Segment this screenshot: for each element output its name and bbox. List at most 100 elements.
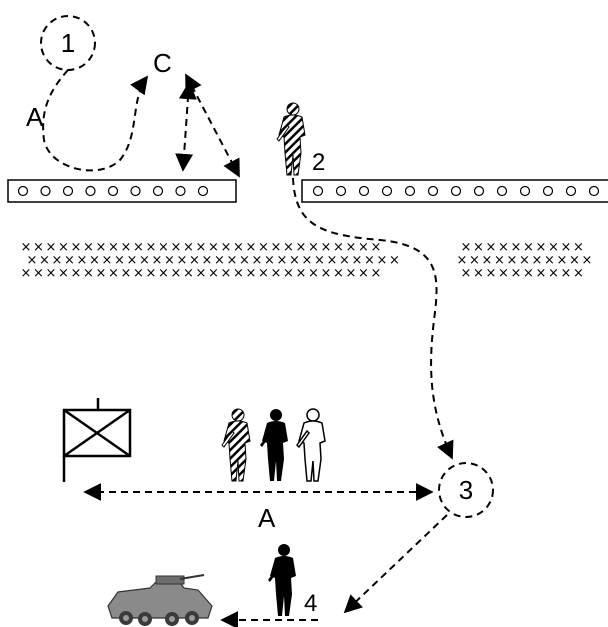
wall-circle [152, 185, 164, 197]
wire-mark: × [227, 253, 238, 268]
wire-mark: × [164, 253, 175, 268]
wall-circle [381, 185, 393, 197]
route-c-arrow-1 [175, 81, 197, 172]
wire-mark: × [573, 266, 584, 281]
point-3-label: 3 [459, 475, 473, 505]
wall-circle [107, 185, 119, 197]
wire-mark: × [177, 253, 188, 268]
wire-mark: × [283, 240, 294, 255]
wall-circle [565, 185, 577, 197]
wire-mark: × [511, 266, 522, 281]
wire-mark: × [27, 253, 38, 268]
wire-mark: × [536, 240, 547, 255]
soldier-icon [296, 408, 326, 482]
wire-mark: × [532, 253, 543, 268]
wire-mark: × [189, 253, 200, 268]
wire-mark: × [486, 266, 497, 281]
wire-mark: × [158, 240, 169, 255]
wire-mark: × [246, 266, 257, 281]
wire-mark: × [208, 240, 219, 255]
wall-circle [335, 185, 347, 197]
wall-circle [175, 185, 186, 197]
soldier-icon [268, 544, 296, 616]
wire-mark: × [371, 240, 382, 255]
wire-mark: × [346, 240, 357, 255]
wire-mark: × [196, 266, 207, 281]
route-2-to-3-path [292, 177, 454, 460]
wire-mark: × [171, 240, 182, 255]
wire-mark: × [252, 253, 263, 268]
route-a-top-label: A [26, 102, 44, 132]
wire-mark: × [333, 266, 344, 281]
wire-mark: × [196, 240, 207, 255]
wall-circle [130, 185, 141, 197]
wire-mark: × [58, 266, 69, 281]
route-a-bottom-label: A [258, 503, 276, 533]
wall-circle [197, 185, 209, 197]
wire-mark: × [133, 240, 144, 255]
wall-circle [473, 185, 485, 197]
wire-mark: × [39, 253, 50, 268]
wire-mark: × [296, 266, 307, 281]
wire-mark: × [519, 253, 530, 268]
section-post-icon [62, 398, 132, 482]
wire-mark: × [102, 253, 113, 268]
wire-mark: × [246, 240, 257, 255]
wire-mark: × [371, 266, 382, 281]
wire-mark: × [114, 253, 125, 268]
wire-mark: × [498, 240, 509, 255]
wire-mark: × [308, 266, 319, 281]
point-2-label: 2 [312, 149, 325, 176]
wire-mark: × [289, 253, 300, 268]
wire-mark: × [221, 266, 232, 281]
wire-mark: × [233, 266, 244, 281]
wire-mark: × [557, 253, 568, 268]
wire-mark: × [457, 253, 468, 268]
wall-circle [312, 185, 324, 197]
point-3-circle [438, 462, 494, 518]
wire-mark: × [233, 240, 244, 255]
wire-mark: × [523, 240, 534, 255]
wire-mark: × [314, 253, 325, 268]
point-1-label: 1 [61, 28, 75, 58]
route-a-top-path [42, 69, 149, 172]
point-4-label: 4 [304, 590, 317, 617]
wire-mark: × [561, 266, 572, 281]
route-c-label: C [153, 48, 172, 78]
wire-mark: × [346, 266, 357, 281]
wire-mark: × [296, 240, 307, 255]
wire-mark: × [83, 240, 94, 255]
wall-circle [588, 185, 600, 197]
wire-mark: × [333, 240, 344, 255]
soldier-icon [221, 408, 251, 482]
wire-mark: × [358, 266, 369, 281]
wire-mark: × [239, 253, 250, 268]
wire-mark: × [283, 266, 294, 281]
wire-mark: × [461, 240, 472, 255]
wire-mark: × [71, 266, 82, 281]
wall-left [7, 179, 237, 203]
wire-mark: × [302, 253, 313, 268]
wire-mark: × [46, 266, 57, 281]
wire-mark: × [511, 240, 522, 255]
wire-mark: × [321, 240, 332, 255]
wire-mark: × [548, 266, 559, 281]
wire-obstacle-icon: ××××××××××××××××××××××××××××××××××××××××… [21, 240, 400, 281]
wall-circle [358, 185, 370, 197]
wire-mark: × [139, 253, 150, 268]
wire-mark: × [258, 240, 269, 255]
wire-mark: × [548, 240, 559, 255]
wire-mark: × [523, 266, 534, 281]
wire-mark: × [146, 266, 157, 281]
wire-mark: × [146, 240, 157, 255]
wire-mark: × [277, 253, 288, 268]
wire-mark: × [96, 240, 107, 255]
wall-circle [62, 185, 74, 197]
wall-circle [17, 185, 29, 197]
wire-mark: × [494, 253, 505, 268]
wire-mark: × [183, 266, 194, 281]
wire-mark: × [308, 240, 319, 255]
wire-mark: × [46, 240, 57, 255]
wire-obstacle-icon: ××××××××××××××××××××××××××××××× [457, 240, 593, 281]
